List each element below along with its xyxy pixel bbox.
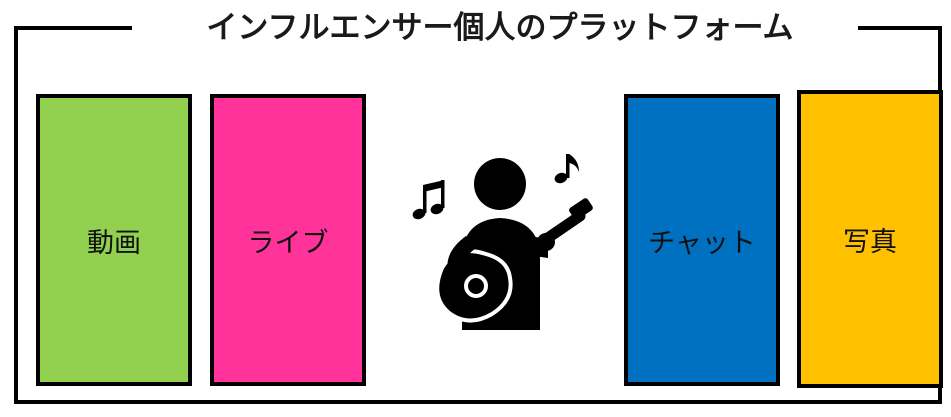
- frame-top-right: [858, 26, 942, 30]
- chat-box: チャット: [624, 94, 780, 386]
- chat-label: チャット: [648, 227, 756, 259]
- photo-label: 写真: [843, 226, 897, 258]
- frame-top-left: [14, 26, 132, 30]
- music-note-icon: [554, 154, 579, 184]
- photo-box: 写真: [797, 90, 943, 388]
- guitar-player-icon: [412, 154, 593, 330]
- live-label: ライブ: [247, 227, 329, 259]
- video-label: 動画: [87, 227, 141, 259]
- frame-left: [14, 26, 18, 404]
- live-box: ライブ: [210, 94, 366, 386]
- frame-bottom: [14, 400, 942, 404]
- music-note-icon: [412, 180, 445, 220]
- diagram-title: インフルエンサー個人のプラットフォーム: [170, 6, 830, 50]
- video-box: 動画: [36, 94, 192, 386]
